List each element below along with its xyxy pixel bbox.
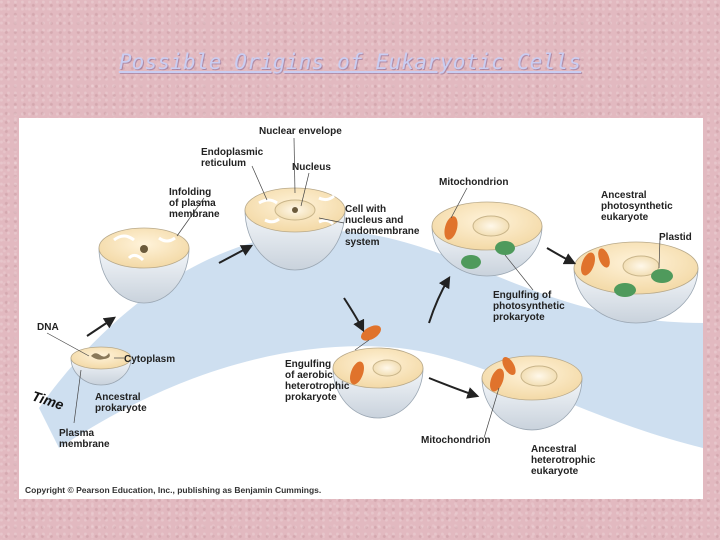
endosymbiosis-diagram: Nuclear envelope Endoplasmic reticulum N… bbox=[25, 126, 703, 495]
mitochondrion-cell6-b bbox=[502, 356, 516, 376]
label-infolding: Infolding of plasma membrane bbox=[169, 187, 220, 220]
cell-engulfing-photosynthetic bbox=[431, 201, 543, 277]
label-cytoplasm: Cytoplasm bbox=[124, 354, 175, 365]
cell-infolding bbox=[98, 227, 190, 304]
copyright-notice: Copyright © Pearson Education, Inc., pub… bbox=[25, 485, 321, 495]
label-ancestral-photosynthetic: Ancestral photosynthetic eukaryote bbox=[601, 190, 675, 223]
mitochondrion-cell7-a bbox=[581, 252, 595, 276]
label-nuclear-envelope: Nuclear envelope bbox=[259, 126, 342, 137]
label-plastid: Plastid bbox=[659, 232, 692, 243]
cell-ancestral-heterotrophic bbox=[481, 355, 583, 431]
cell-ancestral-prokaryote bbox=[70, 346, 132, 386]
leader-lines bbox=[46, 137, 661, 439]
flow-arrows bbox=[86, 244, 577, 399]
label-cell-with-nucleus: Cell with nucleus and endomembrane syste… bbox=[345, 204, 422, 248]
label-ancestral-heterotrophic: Ancestral heterotrophic eukaryote bbox=[531, 444, 598, 477]
mitochondrion-cell7-b bbox=[598, 248, 610, 268]
label-nucleus: Nucleus bbox=[292, 162, 331, 173]
mitochondrion-cell5 bbox=[444, 216, 458, 240]
label-mitochondrion-bottom: Mitochondrion bbox=[421, 435, 490, 446]
label-engulfing-photosynthetic: Engulfing of photosynthetic prokaryote bbox=[493, 290, 567, 323]
cell-nucleus-endomembrane bbox=[244, 187, 346, 271]
label-ancestral-prokaryote: Ancestral prokaryote bbox=[95, 392, 147, 414]
label-dna: DNA bbox=[37, 322, 59, 333]
plastid-cell7-b bbox=[651, 269, 673, 283]
cell-engulfing-aerobic bbox=[332, 325, 424, 419]
plastid-engulfing bbox=[461, 255, 481, 269]
mitochondrion-engulfing bbox=[350, 361, 364, 385]
plastid-cell7-a bbox=[614, 283, 636, 297]
cell-ancestral-photosynthetic bbox=[573, 241, 699, 324]
label-endoplasmic-reticulum: Endoplasmic reticulum bbox=[201, 147, 266, 169]
figure-panel: Nuclear envelope Endoplasmic reticulum N… bbox=[19, 118, 703, 499]
label-engulfing-aerobic: Engulfing of aerobic heterotrophic proka… bbox=[285, 359, 352, 403]
slide-title: Possible Origins of Eukaryotic Cells bbox=[118, 50, 582, 74]
aerobic-prokaryote bbox=[361, 325, 381, 341]
mitochondrion-cell6-a bbox=[490, 368, 504, 392]
label-mitochondrion-top: Mitochondrion bbox=[439, 177, 508, 188]
label-plasma-membrane: Plasma membrane bbox=[59, 428, 110, 450]
photosynthetic-prokaryote bbox=[495, 241, 515, 255]
